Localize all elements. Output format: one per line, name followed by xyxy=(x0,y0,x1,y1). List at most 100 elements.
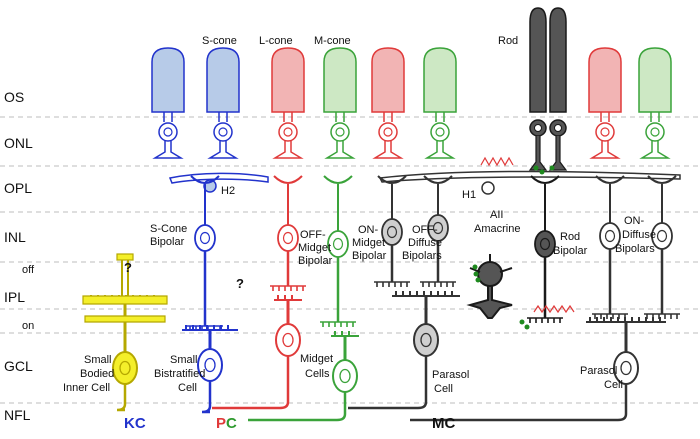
label-parasol-cell-right-line2: Cell xyxy=(604,379,623,391)
pathway-label-kc: KC xyxy=(124,415,146,432)
bipolar-nucleus xyxy=(199,231,211,245)
layer-label-gcl: GCL xyxy=(4,358,33,374)
label-off-midget-bipolar-line1: OFF- xyxy=(300,229,326,241)
label-midget-cells-line1: Midget xyxy=(300,353,333,365)
rod-spherule xyxy=(528,136,548,171)
ganglion-soma xyxy=(413,323,439,357)
cone-nucleus xyxy=(213,122,233,142)
cone-nucleolus xyxy=(163,127,173,137)
bipolar-dendrites xyxy=(323,175,353,232)
cone-outer-segment xyxy=(323,47,357,113)
label-small-bodied-inner-cell-line3: Inner Cell xyxy=(63,382,110,394)
cone-inner-segment xyxy=(163,112,173,122)
label-rod-bipolar-line2: Bipolar xyxy=(553,245,588,257)
gap-junction-7 xyxy=(519,319,525,325)
label-aii-amacrine-line2: Amacrine xyxy=(474,223,520,235)
layer-label-opl: OPL xyxy=(4,180,32,196)
cone-outer-segment xyxy=(271,47,305,113)
bipolar-dendrites xyxy=(190,175,220,226)
bipolar-nucleus xyxy=(332,237,344,251)
label-aii-amacrine-line1: AII xyxy=(490,209,503,221)
cone-nucleus xyxy=(595,122,615,142)
ganglion-axon xyxy=(201,381,212,414)
gap-junction-3 xyxy=(549,165,555,171)
cone-pedicle xyxy=(639,141,671,159)
pathway-label-pc-p: P xyxy=(216,415,226,432)
label-on-diffuse-bipolars: ON- Diffuse Bipolars xyxy=(615,215,659,255)
cone-nucleolus xyxy=(218,127,228,137)
bipolar-axon-terminal xyxy=(320,321,356,327)
small-bistratified-cell xyxy=(182,325,238,414)
label-parasol-cell-right-line1: Parasol xyxy=(580,365,617,377)
cone-outer-segment xyxy=(371,47,405,113)
label-s-cone-bipolar-line2: Bipolar xyxy=(150,236,185,248)
bipolar-cells xyxy=(187,175,680,331)
cone-pedicle xyxy=(589,141,621,159)
photoreceptors xyxy=(151,7,672,171)
bipolar-nucleus xyxy=(604,229,616,243)
cone-pedicle xyxy=(372,141,404,159)
bipolar-nucleus xyxy=(432,221,444,235)
off-diffuse-bipolar-1 xyxy=(374,175,410,287)
bipolar-axon-terminal xyxy=(420,281,456,287)
cone-nucleus xyxy=(158,122,178,142)
label-midget-cells-line2: Cells xyxy=(305,368,330,380)
bipolar-axon-terminal xyxy=(374,281,410,287)
midget-cell-l xyxy=(212,295,302,410)
cone-nucleolus xyxy=(383,127,393,137)
cone-inner-segment xyxy=(650,112,660,122)
label-h1: H1 xyxy=(462,189,476,201)
layer-label-inl: INL xyxy=(4,229,26,245)
cone-nucleus xyxy=(278,122,298,142)
bipolar-dendrites xyxy=(647,175,677,224)
rod-spherule xyxy=(548,136,568,171)
bipolar-dendrites xyxy=(377,175,407,220)
rod-outer-segment xyxy=(529,7,547,113)
ganglion-nucleus xyxy=(420,332,432,348)
bipolar-soma xyxy=(534,230,556,258)
ganglion-nucleus xyxy=(620,360,632,376)
cone-nucleolus xyxy=(335,127,345,137)
off-midget-bipolar xyxy=(270,175,306,291)
gap-junction-8 xyxy=(524,324,530,330)
bipolar-dendrites xyxy=(273,175,303,226)
cone-m-4 xyxy=(323,47,357,159)
bipolar-nucleus xyxy=(539,237,551,251)
bipolar-soma xyxy=(277,224,299,252)
question-mark-bistratified: ? xyxy=(236,276,244,291)
layer-label-ipl: IPL xyxy=(4,289,25,305)
cone-nucleolus xyxy=(650,127,660,137)
label-aii-amacrine: AII Amacrine xyxy=(474,209,520,235)
label-parasol-cell-left-line2: Cell xyxy=(434,383,453,395)
label-off-midget-bipolar-line2: Midget xyxy=(298,242,331,254)
cone-nucleus xyxy=(645,122,665,142)
cone-pedicle xyxy=(424,141,456,159)
pathway-label-pc-c: C xyxy=(226,415,237,432)
cone-outer-segment xyxy=(638,47,672,113)
aii-amacrine-soma xyxy=(477,261,503,287)
bipolar-nucleus xyxy=(282,231,294,245)
bipolar-nucleus xyxy=(386,225,398,239)
pathway-labels: KC PC MC xyxy=(124,415,455,432)
label-parasol-cell-left-line1: Parasol xyxy=(432,369,469,381)
label-off-midget-bipolar: OFF- Midget Bipolar xyxy=(298,229,334,267)
h2-horizontal-cell xyxy=(168,172,269,184)
bipolar-dendrites xyxy=(530,175,560,232)
horizontal-cells: H2 H1 xyxy=(168,170,681,201)
photoreceptor-labels: S-cone L-cone M-cone Rod xyxy=(202,35,518,47)
rod-nucleolus xyxy=(534,124,542,132)
gap-junction-6 xyxy=(475,277,481,283)
parasol-cell-left xyxy=(348,291,460,410)
ganglion-dendritic-arbor xyxy=(392,291,460,297)
cone-outer-segment xyxy=(423,47,457,113)
aii-zigzag xyxy=(533,304,575,314)
label-off-diffuse-bipolars-line3: Bipolars xyxy=(402,250,442,262)
label-m-cone: M-cone xyxy=(314,35,351,47)
off-diffuse-bipolar-2 xyxy=(420,175,456,287)
synapse-markers xyxy=(472,156,575,330)
label-small-bistratified-cell-line1: Small xyxy=(170,354,198,366)
label-off-diffuse-bipolars-line2: Diffuse xyxy=(408,237,442,249)
layer-label-on: on xyxy=(22,320,34,332)
